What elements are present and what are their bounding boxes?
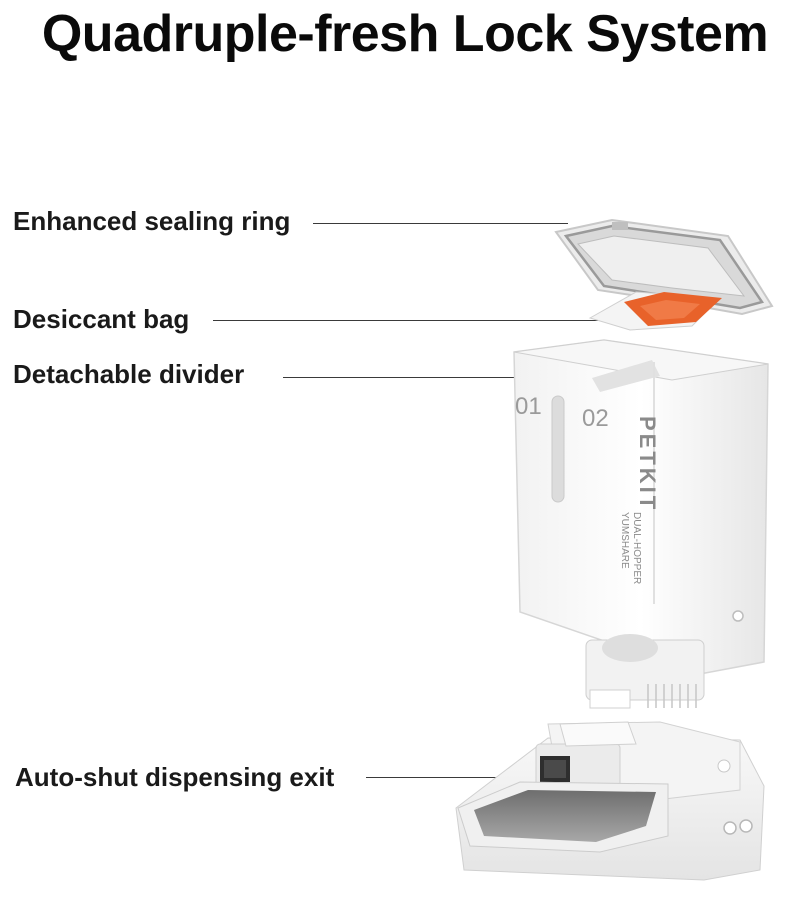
food-bowl: [474, 790, 656, 842]
control-button-1: [723, 821, 737, 835]
model-name-line2: DUAL-HOPPER: [631, 512, 642, 584]
page-title: Quadruple-fresh Lock System: [41, 5, 769, 63]
callout-dispensing-exit: Auto-shut dispensing exit: [15, 762, 335, 792]
compartment-1-label: 01: [515, 393, 542, 420]
control-button-2: [739, 819, 753, 833]
lid-with-sealing-ring: [554, 218, 774, 316]
desiccant-bag: [588, 291, 722, 331]
feeder-base: [455, 721, 765, 881]
leader-line-desiccant-bag: [213, 320, 598, 321]
compartment-2-label: 02: [582, 405, 609, 432]
callout-sealing-ring: Enhanced sealing ring: [13, 206, 291, 236]
model-name-line1: YUMSHARE: [619, 512, 630, 569]
callout-detachable-divider: Detachable divider: [13, 359, 245, 389]
leader-line-divider: [283, 377, 605, 378]
leader-line-dispensing-exit: [366, 777, 610, 778]
leader-line-sealing-ring: [313, 223, 568, 224]
brand-logo: PETKIT: [635, 416, 660, 512]
dual-hopper: 01 02 PETKIT YUMSHARE DUAL-HOPPER: [513, 339, 769, 675]
dispensing-rotor: [585, 634, 705, 709]
callout-desiccant-bag: Desiccant bag: [13, 304, 190, 334]
